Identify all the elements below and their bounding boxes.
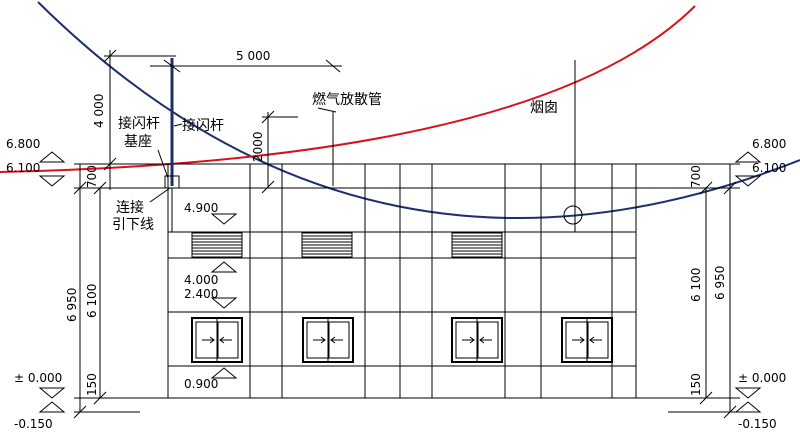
elev-mark-left-ground bbox=[38, 387, 66, 399]
elev-window-bottom: 0.900 bbox=[184, 377, 218, 391]
dim-parapet-left: 700 bbox=[85, 165, 99, 188]
rod-label: 接闪杆 bbox=[182, 117, 224, 134]
window bbox=[302, 317, 354, 363]
dim-wall-left: 6 100 bbox=[85, 284, 99, 318]
elev-mark-window-bottom bbox=[210, 367, 238, 379]
dim-tick bbox=[325, 59, 341, 73]
dim-tick bbox=[73, 405, 87, 419]
dim-total-left: 6 950 bbox=[65, 288, 79, 322]
dim-tick bbox=[699, 181, 713, 195]
leader-connect bbox=[149, 187, 171, 203]
dim-tick bbox=[261, 180, 275, 194]
elev-mark-right-mid bbox=[734, 175, 762, 187]
chimney-label: 烟囱 bbox=[530, 100, 558, 116]
dim-base-right: 150 bbox=[689, 373, 703, 396]
elev-right-bottom: -0.150 bbox=[738, 417, 777, 431]
elev-mark-right-ground bbox=[734, 387, 762, 399]
gas-pipe-label: 燃气放散管 bbox=[312, 91, 382, 108]
elev-left-mid: 6.100 bbox=[6, 161, 40, 175]
elev-mark-right-top bbox=[734, 151, 762, 163]
dim-tick bbox=[103, 49, 117, 63]
chimney-circle bbox=[563, 205, 583, 225]
leader-rod bbox=[173, 123, 183, 127]
dim-tick bbox=[93, 181, 107, 195]
dim-tick bbox=[699, 391, 713, 405]
dim-total-right: 6 950 bbox=[713, 266, 727, 300]
elev-left-top: 6.800 bbox=[6, 137, 40, 151]
elev-mark-left-top bbox=[38, 151, 66, 163]
elev-right-top: 6.800 bbox=[752, 137, 786, 151]
dim-pipe-height: 2000 bbox=[251, 131, 265, 162]
rod-base-label-2: 基座 bbox=[124, 133, 152, 150]
protection-arc-red bbox=[0, 5, 696, 173]
elev-mark-louver-bottom bbox=[210, 261, 238, 273]
elev-window-top: 2.400 bbox=[184, 287, 218, 301]
dim-tick bbox=[163, 59, 181, 73]
dim-tick bbox=[723, 181, 737, 195]
elev-right-ground: ± 0.000 bbox=[738, 371, 786, 385]
dim-rod-height: 4 000 bbox=[92, 94, 106, 128]
protection-arc-blue bbox=[37, 1, 800, 219]
elev-mark-left-mid bbox=[38, 175, 66, 187]
dim-tick bbox=[723, 405, 737, 419]
elev-mark-right-bottom bbox=[734, 401, 762, 413]
elev-mark-left-bottom bbox=[38, 401, 66, 413]
elev-louver-top: 4.900 bbox=[184, 201, 218, 215]
dim-tick bbox=[93, 391, 107, 405]
leader-pipe bbox=[317, 107, 337, 113]
rod-base-label-1: 接闪杆 bbox=[118, 115, 160, 132]
window bbox=[561, 317, 613, 363]
elev-mark-window-top bbox=[210, 297, 238, 309]
elev-right-mid: 6.100 bbox=[752, 161, 786, 175]
elev-left-ground: ± 0.000 bbox=[14, 371, 62, 385]
elev-left-bottom: -0.150 bbox=[14, 417, 53, 431]
leader-base bbox=[157, 149, 169, 179]
elev-mark-louver-top bbox=[210, 213, 238, 225]
window bbox=[451, 317, 503, 363]
elev-louver-bottom: 4.000 bbox=[184, 273, 218, 287]
connect-label-2: 引下线 bbox=[112, 217, 154, 233]
dim-base-left: 150 bbox=[85, 373, 99, 396]
dim-wall-right: 6 100 bbox=[689, 268, 703, 302]
dim-tick bbox=[73, 181, 87, 195]
dim-parapet-right: 700 bbox=[689, 165, 703, 188]
connect-label-1: 连接 bbox=[116, 199, 144, 216]
dim-rod-offset: 5 000 bbox=[236, 49, 270, 63]
window bbox=[191, 317, 243, 363]
dim-tick bbox=[261, 110, 275, 124]
